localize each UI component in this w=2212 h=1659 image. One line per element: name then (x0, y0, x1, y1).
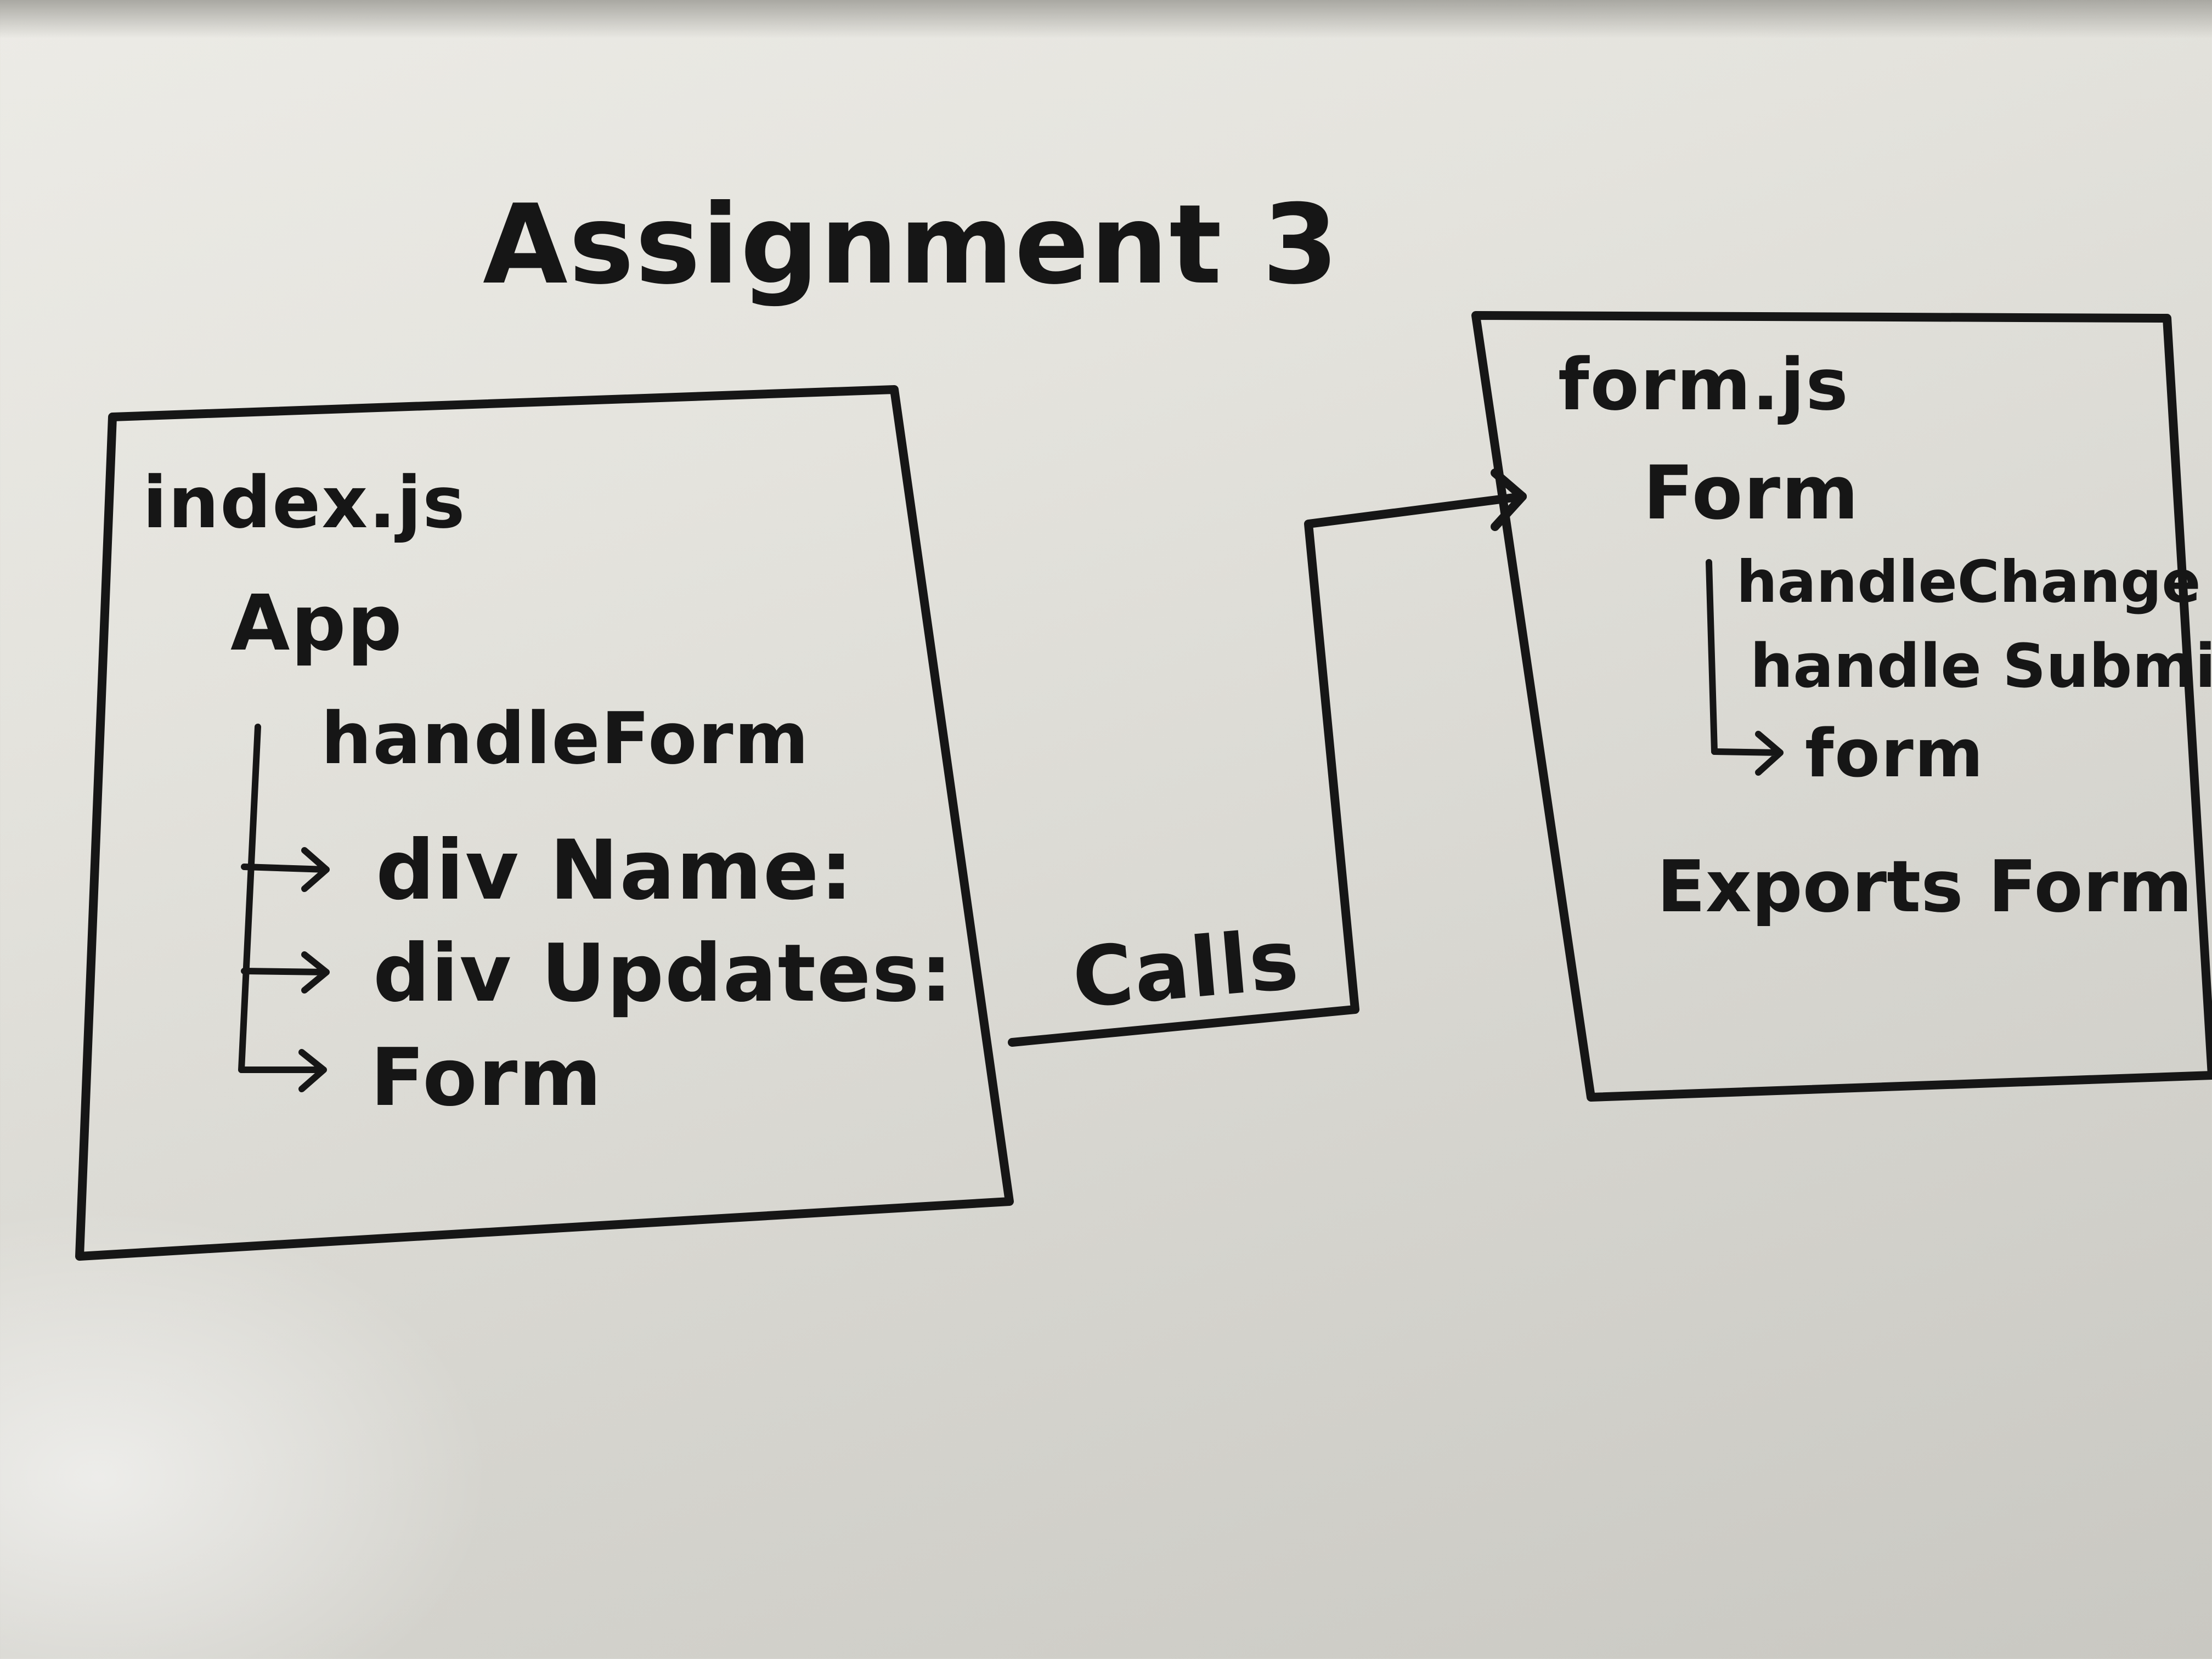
index-tree-arrow-1 (241, 847, 330, 892)
form-method-submit: handle Submit (1750, 631, 2212, 701)
form-box-outline (1471, 311, 2212, 1102)
board-glare (0, 1207, 494, 1659)
form-component-label: Form (1643, 450, 1860, 536)
index-component-label: App (230, 579, 403, 668)
index-box-outline (75, 385, 1014, 1261)
index-tree-bracket (238, 724, 261, 1073)
calls-arrowhead (1491, 469, 1527, 531)
index-child-updates: div Updates: (373, 927, 953, 1020)
form-child-form: form (1805, 716, 1984, 792)
form-tree-arrow (1711, 731, 1784, 776)
form-method-change: handleChange (1736, 549, 2201, 616)
form-file-label: form.js (1558, 343, 1849, 426)
board-top-shadow (0, 0, 2212, 38)
form-export-label: Exports Form (1657, 845, 2193, 928)
index-tree-arrow-2 (241, 951, 330, 994)
index-child-name: div Name: (376, 823, 854, 918)
calls-label: Calls (1069, 912, 1304, 1027)
index-tree-arrow-3 (238, 1049, 327, 1092)
calls-connector (1008, 492, 1527, 1047)
index-file-label: index.js (143, 461, 466, 544)
index-method-label: handleForm (321, 697, 810, 780)
diagram-title: Assignment 3 (483, 181, 1340, 309)
form-tree-bracket (1706, 559, 1718, 755)
index-child-form: Form (370, 1031, 603, 1124)
